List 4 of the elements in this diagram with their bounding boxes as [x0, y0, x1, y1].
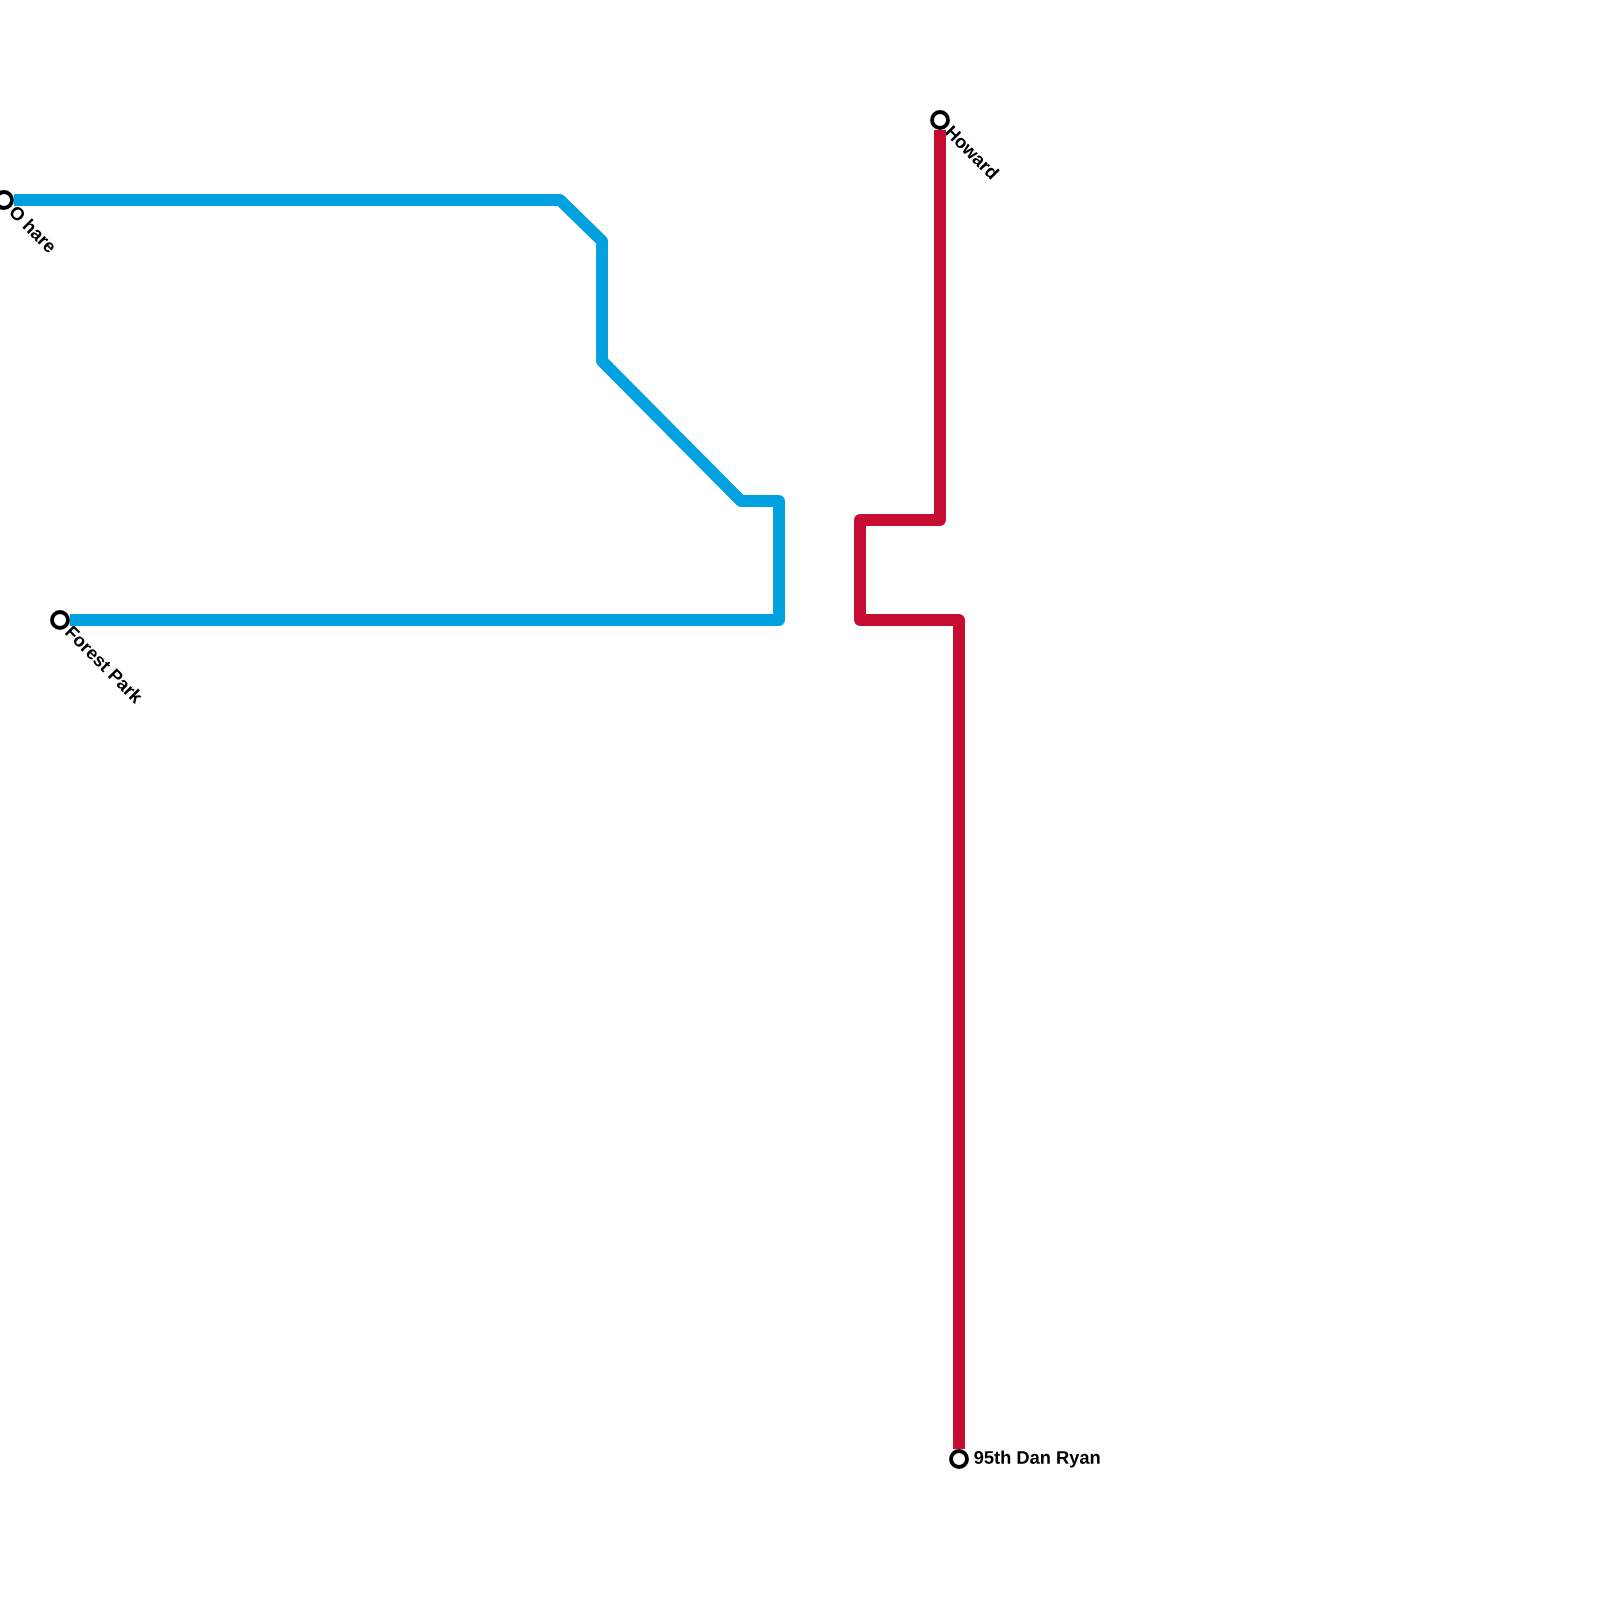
station-label: 95th Dan Ryan	[974, 1450, 1100, 1468]
station-circle	[949, 1449, 969, 1469]
rail-line	[854, 129, 965, 1450]
rail-line	[13, 194, 785, 626]
